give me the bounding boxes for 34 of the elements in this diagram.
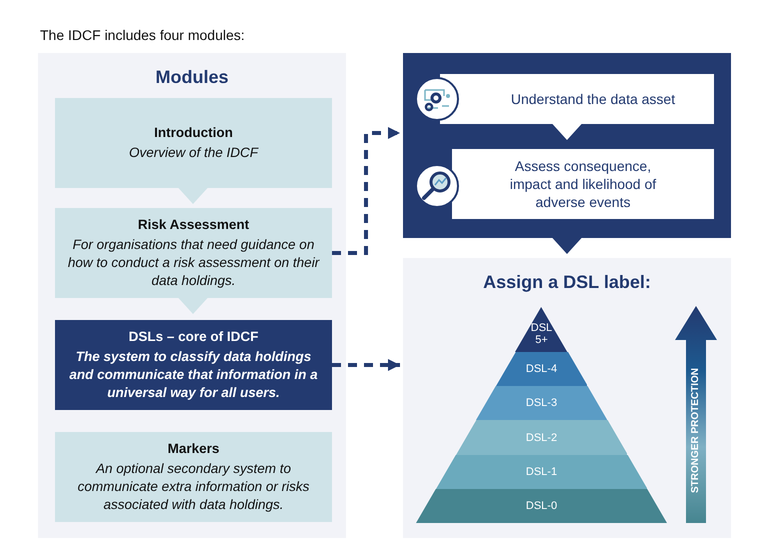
step-text: Understand the data asset [510, 90, 676, 108]
module-description: For organisations that need guidance on how to conduct a risk assessment on their data holdings. [66, 236, 321, 290]
module-description: Overview of the IDCF [128, 144, 260, 162]
step-text: Assess consequence, impact and likelihood of adverse events [508, 157, 658, 211]
step-box [452, 149, 714, 219]
chevron-connector [552, 238, 582, 254]
step-panel [403, 53, 731, 238]
level-label: DSL-2 [526, 432, 558, 444]
level-label: DSL 5+ [530, 322, 554, 346]
module-description: The system to classify data holdings and communicate that information in a universal way for all users. [68, 348, 319, 402]
chevron-connector [178, 188, 208, 204]
level-label: DSL-4 [526, 363, 558, 375]
module-panel [38, 53, 346, 538]
module-title: Introduction [153, 124, 234, 142]
level-label: DSL-0 [526, 500, 558, 512]
diagram-title: The IDCF includes four modules: [40, 27, 245, 43]
module-box [55, 98, 332, 188]
module-box [55, 208, 332, 298]
module-box [55, 320, 332, 410]
module-title: DSLs – core of IDCF [128, 328, 260, 346]
dashed-arrow [332, 127, 400, 255]
level-label: DSL-3 [526, 397, 558, 409]
module-title: Markers [166, 440, 220, 458]
module-panel [403, 258, 731, 538]
level-label: DSL-1 [526, 466, 558, 478]
dashed-arrow [332, 359, 400, 371]
panel-heading: Modules [154, 67, 230, 88]
arrow-label: STRONGER PROTECTION [689, 366, 702, 495]
module-box [55, 432, 332, 522]
chevron-connector [178, 298, 208, 314]
module-title: Risk Assessment [136, 216, 250, 234]
module-description: An optional secondary system to communicate extra information or risks associated with data holdings. [76, 460, 310, 514]
chevron-connector [552, 124, 582, 140]
panel-heading: Assign a DSL label: [482, 272, 652, 293]
